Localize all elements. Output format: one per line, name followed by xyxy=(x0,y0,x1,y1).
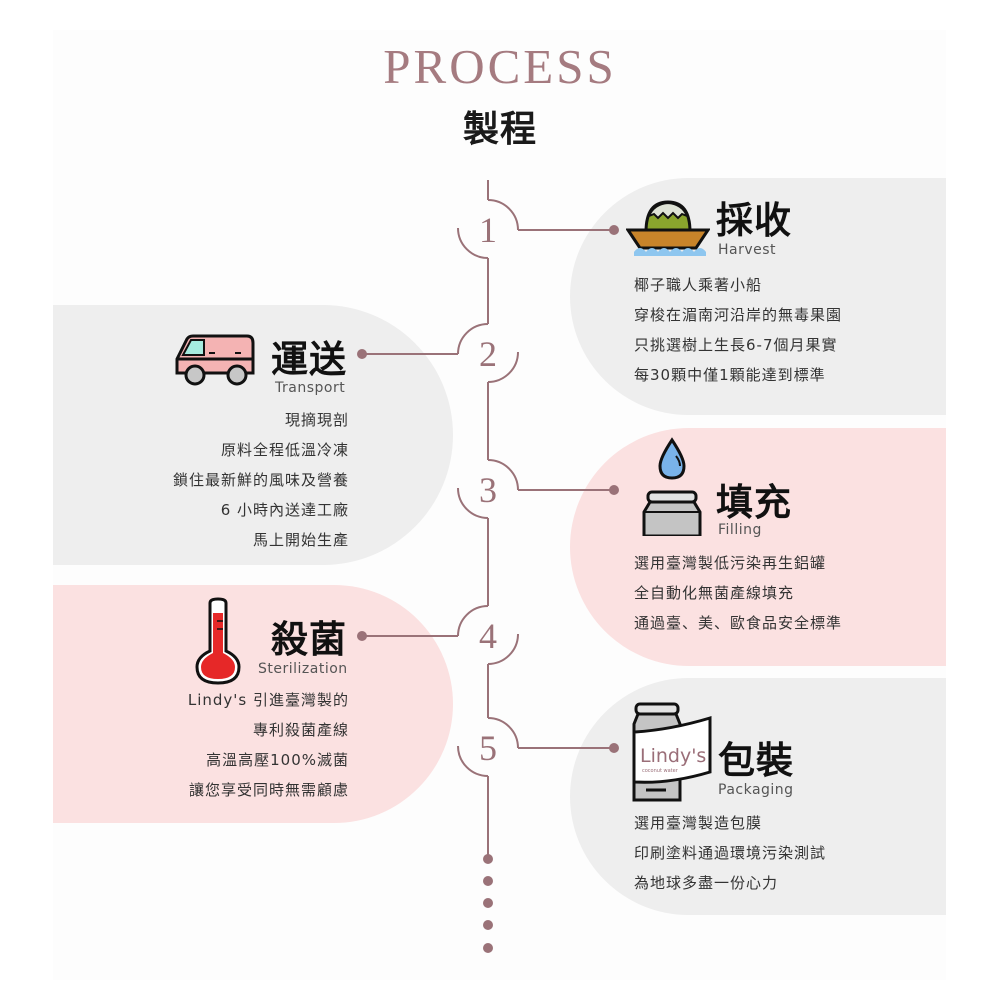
step-description: 現摘現剖 原料全程低溫冷凍 鎖住最新鮮的風味及營養 6 小時內送達工廠 馬上開始… xyxy=(173,405,349,555)
step-panel-packaging: Lindy's coconut water 包裝 Packaging 選用臺灣製… xyxy=(570,678,946,915)
step-panel-harvest: 採收 Harvest 椰子職人乘著小船 穿梭在湄南河沿岸的無毒果園 只挑選樹上生… xyxy=(570,178,946,415)
step-subtitle: Packaging xyxy=(718,782,794,798)
description-line: 通過臺、美、歐食品安全標準 xyxy=(634,614,843,632)
description-line: 高溫高壓100%滅菌 xyxy=(206,751,349,769)
step-description: 選用臺灣製低污染再生鋁罐 全自動化無菌產線填充 通過臺、美、歐食品安全標準 xyxy=(634,548,842,638)
title-english: PROCESS xyxy=(383,39,617,94)
description-line: 印刷塗料通過環境污染測試 xyxy=(634,844,827,862)
step-title: 採收 xyxy=(716,198,792,242)
step-description: 椰子職人乘著小船 穿梭在湄南河沿岸的無毒果園 只挑選樹上生長6-7個月果實 每3… xyxy=(634,270,842,390)
description-line: 全自動化無菌產線填充 xyxy=(634,584,795,602)
description-line: Lindy's 引進臺灣製的 xyxy=(187,691,349,709)
description-line: 選用臺灣製低污染再生鋁罐 xyxy=(634,554,827,572)
title-chinese: 製程 xyxy=(462,108,537,150)
description-line: 選用臺灣製造包膜 xyxy=(634,814,763,832)
step-panel-transport: 運送 Transport 現摘現剖 原料全程低溫冷凍 鎖住最新鮮的風味及營養 6… xyxy=(53,305,453,565)
thermometer-icon xyxy=(195,597,241,685)
step-subtitle: Harvest xyxy=(718,242,777,258)
step-title: 殺菌 xyxy=(271,617,347,661)
van-icon xyxy=(175,334,255,386)
description-line: 鎖住最新鮮的風味及營養 xyxy=(172,471,349,489)
description-line: 原料全程低溫冷凍 xyxy=(220,441,349,459)
description-line: 為地球多盡一份心力 xyxy=(634,874,779,892)
description-line: 專利殺菌產線 xyxy=(252,721,349,739)
description-line: 馬上開始生產 xyxy=(252,531,349,549)
step-title: 運送 xyxy=(271,337,347,381)
coconut-boat-icon xyxy=(626,200,710,256)
description-line: 椰子職人乘著小船 xyxy=(634,276,763,294)
step-subtitle: Transport xyxy=(275,380,346,396)
description-line: 現摘現剖 xyxy=(284,411,349,429)
can-label-tagline: coconut water xyxy=(642,768,679,774)
description-line: 讓您享受同時無需顧慮 xyxy=(188,781,349,799)
step-title: 包裝 xyxy=(718,738,794,782)
step-subtitle: Sterilization xyxy=(258,661,348,677)
step-title: 填充 xyxy=(716,480,792,524)
step-panel-filling: 填充 Filling 選用臺灣製低污染再生鋁罐 全自動化無菌產線填充 通過臺、美… xyxy=(570,428,946,666)
description-line: 6 小時內送達工廠 xyxy=(220,501,349,519)
step-subtitle: Filling xyxy=(718,522,762,538)
description-line: 穿梭在湄南河沿岸的無毒果園 xyxy=(634,306,843,324)
step-description: 選用臺灣製造包膜 印刷塗料通過環境污染測試 為地球多盡一份心力 xyxy=(634,808,826,898)
step-description: Lindy's 引進臺灣製的 專利殺菌產線 高溫高壓100%滅菌 讓您享受同時無… xyxy=(188,685,349,805)
water-drop-can-icon xyxy=(642,437,702,536)
description-line: 只挑選樹上生長6-7個月果實 xyxy=(634,336,838,354)
can-label-brand: Lindy's xyxy=(640,745,706,767)
description-line: 每30顆中僅1顆能達到標準 xyxy=(634,366,826,384)
step-panel-sterilization: 殺菌 Sterilization Lindy's 引進臺灣製的 專利殺菌產線 高… xyxy=(53,585,453,823)
labeled-can-icon: Lindy's coconut water xyxy=(632,702,712,802)
